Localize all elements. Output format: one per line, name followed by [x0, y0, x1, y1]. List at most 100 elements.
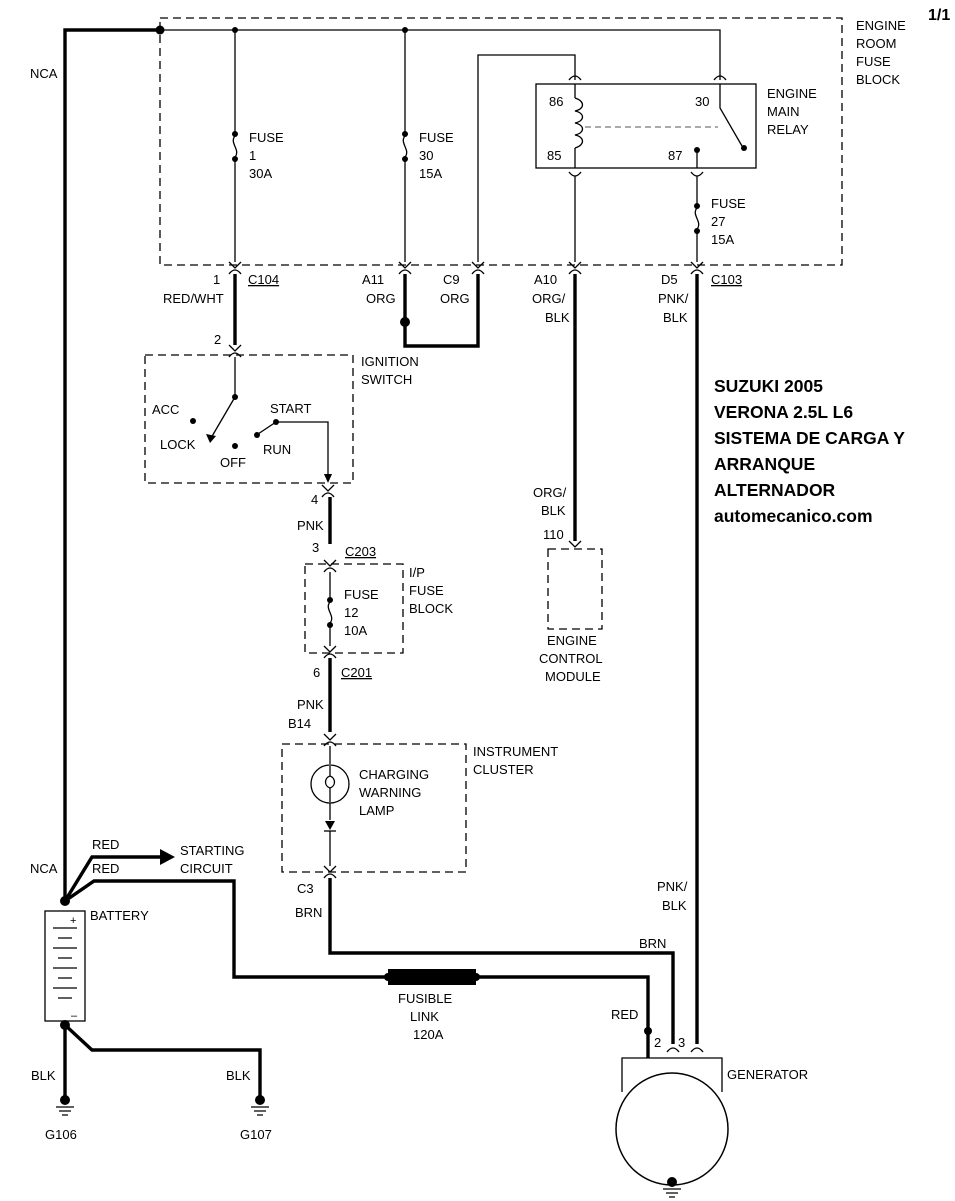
fuse12-dot-bottom	[327, 622, 333, 628]
c104-pin: 1	[213, 272, 220, 287]
run-contact	[254, 432, 260, 438]
g106-name: G106	[45, 1127, 77, 1142]
lamp-filament	[324, 766, 336, 802]
fuse1-dot-top	[232, 131, 238, 137]
relay-pin-85: 85	[547, 148, 561, 163]
generator-ground-icon	[663, 1188, 681, 1198]
fuse27-dot-top	[694, 203, 700, 209]
generator-terminal-box	[621, 1057, 723, 1092]
d5-pin: D5	[661, 272, 678, 287]
fuse27-label-2: 27	[711, 214, 725, 229]
ignition-switch-label-2: SWITCH	[361, 372, 412, 387]
fusible-link-label-2: LINK	[410, 1009, 439, 1024]
a11-pin: A11	[362, 272, 384, 287]
fuse27-label-1: FUSE	[711, 196, 746, 211]
battery-minus: –	[71, 1010, 78, 1022]
g106-dot	[60, 1095, 70, 1105]
title-line-5: ALTERNADOR	[714, 480, 836, 500]
engine-room-fuse-block	[159, 17, 843, 266]
fuse1-label-3: 30A	[249, 166, 272, 181]
g107-wire-label: BLK	[226, 1068, 251, 1083]
ecm-pin: 110	[543, 527, 564, 542]
battery-label: BATTERY	[90, 908, 149, 923]
ip-fuse-block	[304, 563, 404, 654]
relay-86-connector	[568, 75, 582, 81]
starting-circuit-label-1: STARTING	[180, 843, 245, 858]
fuse12-label-3: 10A	[344, 623, 367, 638]
title-line-4: ARRANQUE	[714, 454, 815, 474]
fuse1-label-2: 1	[249, 148, 256, 163]
ip-pin-bottom: 6	[313, 665, 320, 680]
d5-wire-label-1: PNK/	[658, 291, 689, 306]
generator-ground-dot	[667, 1177, 677, 1187]
fuse1-dot-bottom	[232, 156, 238, 162]
starting-circuit-wire	[63, 855, 160, 902]
a10-pin: A10	[534, 272, 557, 287]
fuse12-label-2: 12	[344, 605, 358, 620]
a10-connector	[568, 261, 582, 275]
engine-main-relay	[535, 83, 757, 169]
c104-pin1-connector	[228, 261, 242, 275]
engine-room-fuse-block-label-1: ENGINE	[856, 18, 906, 33]
red-wire-label: RED	[92, 861, 119, 876]
title-line-3: SISTEMA DE CARGA Y	[714, 428, 905, 448]
title-line-6: automecanico.com	[714, 506, 873, 526]
pos-run: RUN	[263, 442, 291, 457]
a11-wire-label: ORG	[366, 291, 396, 306]
a11-connector	[398, 261, 412, 275]
off-contact	[232, 443, 238, 449]
relay-label-2: MAIN	[767, 104, 800, 119]
ip-bottom-connector	[323, 645, 337, 659]
fuse30-dot-bottom	[402, 156, 408, 162]
ecm-wire-label-2: BLK	[541, 503, 566, 518]
ip-fuse-block-label-3: BLOCK	[409, 601, 453, 616]
title-line-1: SUZUKI 2005	[714, 376, 823, 396]
relay-pin-86: 86	[549, 94, 563, 109]
ignition-bottom-pin: 4	[311, 492, 318, 507]
engine-control-module	[547, 548, 603, 630]
pnk-wire-label-2: PNK	[297, 697, 324, 712]
fusible-link-icon	[388, 969, 476, 985]
relay-coil-feed-wire	[477, 54, 576, 262]
c103-name: C103	[711, 272, 742, 287]
lamp-label-3: LAMP	[359, 803, 394, 818]
fuse30-label-1: FUSE	[419, 130, 454, 145]
ecm-label-1: ENGINE	[547, 633, 597, 648]
starting-circuit-wire-label: RED	[92, 837, 119, 852]
d5-connector	[690, 261, 704, 275]
fusible-link-label-3: 120A	[413, 1027, 444, 1042]
ignition-blade-arrow	[206, 434, 216, 443]
generator-red-splice	[644, 1027, 652, 1035]
c9-pin: C9	[443, 272, 460, 287]
ip-conn-top: C203	[345, 544, 376, 559]
c9-connector	[471, 261, 485, 275]
ecm-label-3: MODULE	[545, 669, 601, 684]
g107-wire	[63, 1023, 262, 1098]
relay-pin-30: 30	[695, 94, 709, 109]
page-number: 1/1	[928, 7, 950, 24]
fuse30-label-3: 15A	[419, 166, 442, 181]
pnk-wire-label-1: PNK	[297, 518, 324, 533]
run-start-contact	[257, 421, 277, 435]
generator-icon	[615, 1072, 729, 1186]
relay-switch-contact-dot	[741, 145, 747, 151]
relay-30-connector	[713, 75, 727, 81]
brn-wire-label: BRN	[639, 936, 666, 951]
org-jumper-wire	[403, 274, 480, 348]
a10-wire-label-2: BLK	[545, 310, 570, 325]
ignition-top-connector	[228, 344, 242, 358]
g107-dot	[255, 1095, 265, 1105]
relay-coil	[574, 97, 584, 149]
red-wire-to-fusible-link	[64, 879, 388, 979]
fuse1-label-1: FUSE	[249, 130, 284, 145]
fuse-block-connectors	[228, 261, 704, 275]
title-line-2: VERONA 2.5L L6	[714, 402, 853, 422]
generator-pnk-wire-label-2: BLK	[662, 898, 687, 913]
start-wire-arrow	[324, 474, 332, 483]
generator-red-wire-label: RED	[611, 1007, 638, 1022]
instrument-cluster	[281, 743, 467, 873]
g107-name: G107	[240, 1127, 272, 1142]
fuse27-symbol	[694, 207, 700, 230]
lamp-label-2: WARNING	[359, 785, 421, 800]
ecm-connector	[568, 540, 582, 548]
